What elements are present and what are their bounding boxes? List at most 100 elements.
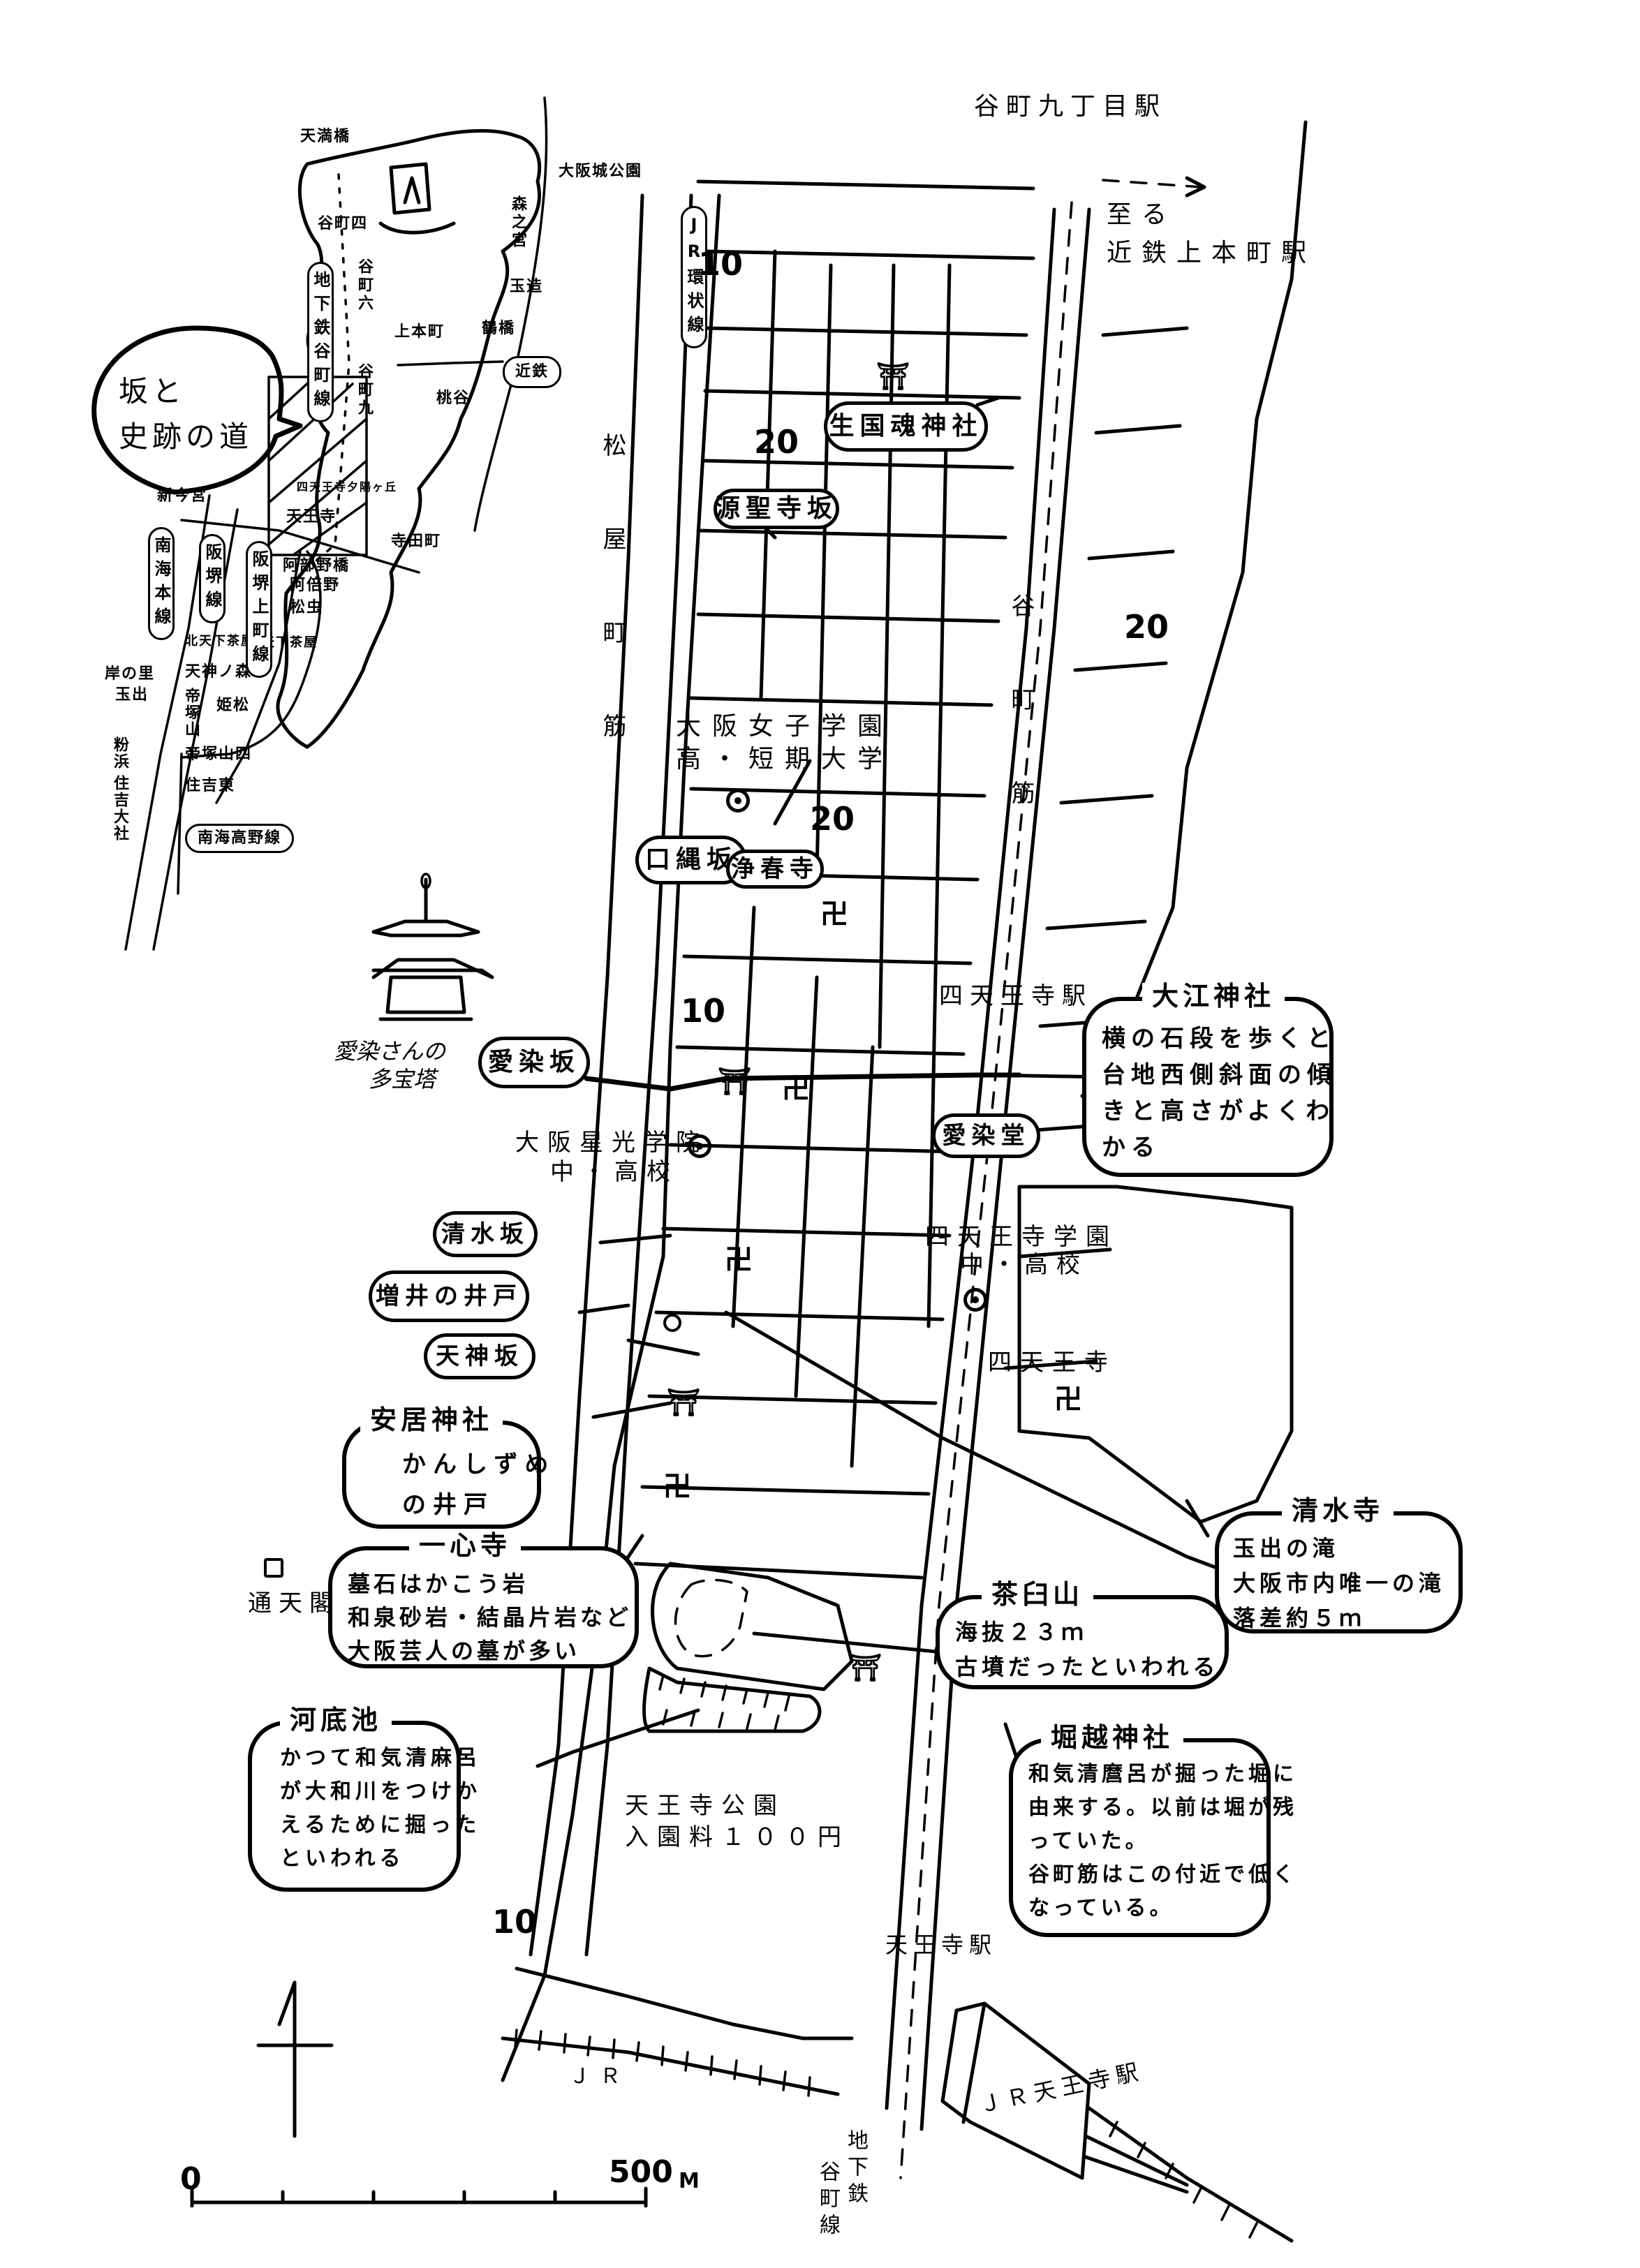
contour-label: 10 [492,1903,538,1941]
callout-line: えるために掘った [280,1813,481,1837]
inset-castle-moat [378,221,456,235]
slope-tenjin-zaka[interactable]: 天神坂 [424,1333,535,1379]
station-shitennoji-yuhigaoka: 四天王寺夕陽ヶ丘 [297,480,398,494]
scale-bar [190,2186,648,2208]
pagoda-lower-roof [371,958,494,979]
callout-line: 大阪市内唯一の滝 [1233,1570,1446,1596]
place-masui-no-ido[interactable]: 増井の井戸 [369,1270,529,1322]
torii-icon: ⛩ [718,1066,752,1097]
station-tamade: 玉出 [115,686,149,704]
callout-line: 落差約５ｍ [1233,1605,1366,1631]
callout-line: 由来する。以前は堀が残 [1028,1795,1297,1820]
callout-line: 谷町筋はこの付近で低く [1028,1862,1297,1887]
callout-line: 台地西側斜面の傾 [1102,1061,1336,1089]
street-tanimachi-suji: 谷町筋 [1007,593,1035,874]
place-osaka-jogakuen-line2: 高・短期大学 [676,745,894,773]
place-tennoji-park-line1: 天王寺公園 [625,1792,785,1820]
line-label-jr-loop: JR環状線 [681,206,707,348]
callout-body: 墓石はかこう岩 和泉砂岩・結晶片岩など 大阪芸人の墓が多い [348,1567,628,1668]
place-ikukunitama-jinja[interactable]: 生国魂神社 [824,401,988,452]
pagoda-body [378,975,473,1021]
kintetsu-direction-line1: 至る [1107,200,1177,229]
callout-title: 河底池 [280,1707,392,1733]
kawazoko-pond [642,1666,822,1733]
torii-icon: ⛩ [667,1387,701,1418]
station-tennoji: 天王寺駅 [885,1932,998,1958]
tsutenkaku-icon [264,1558,283,1578]
main-map [190,120,1308,2243]
kintetsu-direction-arrow [1102,179,1202,188]
temple-manji-icon: 卍 [725,1244,753,1276]
callout-line: なっている。 [1028,1896,1174,1920]
scale-unit: M [679,2169,700,2193]
road-to-kiyomizudera [724,1310,1245,1580]
callout-line: 横の石段を歩くと [1102,1025,1336,1053]
station-tennoji-inset: 天王寺 [286,508,337,526]
temple-manji-icon: 卍 [1054,1384,1082,1416]
callout-line: かつて和気清麻呂 [280,1746,481,1770]
callout-title: 安居神社 [360,1407,503,1433]
station-shin-imamiya: 新今宮 [157,487,208,505]
shitennoji-precinct [1017,1185,1294,1524]
jr-track-west [501,2036,840,2096]
inset-uemachi-line [215,550,302,804]
slope-genshoji-zaka[interactable]: 源聖寺坂 [714,489,839,529]
place-tsutenkaku: 通天閣 [248,1589,340,1617]
station-tezukayama: 帝塚山 [182,688,200,738]
slope-kiyomizu-zaka[interactable]: 清水坂 [433,1211,538,1257]
station-sumiyoshi-higashi: 住吉東 [185,777,236,794]
inset-route-hatching [267,379,368,556]
matsuyamachi-suji-east [584,193,693,1957]
callout-body: かつて和気清麻呂 が大和川をつけか えるために掘った といわれる [280,1742,481,1876]
callout-body: 玉出の滝 大阪市内唯一の滝 落差約５ｍ [1233,1531,1446,1636]
callout-line: 玉出の滝 [1233,1535,1340,1562]
callout-body: 横の石段を歩くと 台地西側斜面の傾 きと高さがよくわ かる [1102,1021,1336,1166]
jr-track-east [1084,2106,1294,2243]
slope-aizen-zaka[interactable]: 愛染坂 [478,1037,590,1088]
station-momodani: 桃谷 [436,390,471,407]
school-icon [963,1288,987,1312]
callout-horikoshi-jinja: 堀越神社 和気清麿呂が掘った堀に 由来する。以前は堀が残 っていた。 谷町筋はこ… [1009,1724,1297,1937]
chausuyama-outline [651,1562,854,1691]
temple-manji-icon: 卍 [663,1471,691,1503]
station-tanimachi9: 谷町九 [355,363,373,417]
contour-label: 10 [681,992,726,1030]
inset-jr-loop [473,96,548,532]
station-kita-tengachaya: 北天下茶屋 [185,634,255,648]
pagoda-caption-line2: 多宝塔 [369,1066,436,1092]
route-bubble-line1: 坂と [119,374,186,408]
place-shitennoji-gakuen-line1: 四天王寺学園 [925,1223,1118,1251]
contour-label: 10 [698,245,744,283]
pagoda-caption-line1: 愛染さんの [334,1038,446,1065]
station-tezukayama4: 帝塚山四 [185,746,253,763]
station-tenjinnomori: 天神ノ森 [185,663,253,681]
callout-body: 和気清麿呂が掘った堀に 由来する。以前は堀が残 っていた。 谷町筋はこの付近で低… [1028,1758,1297,1925]
scale-zero: 0 [180,2161,206,2197]
line-label-subway-tanimachi: 地下鉄谷町線 [307,262,334,422]
callout-line: 大阪芸人の墓が多い [348,1638,581,1664]
callout-line: の井戸 [402,1491,494,1519]
contour-label: 20 [810,800,855,838]
inset-castle [389,162,431,215]
tennoji-park-south [515,1966,854,2040]
inset-kintetsu [397,360,504,366]
place-aizendo[interactable]: 愛染堂 [932,1113,1040,1158]
place-seiko-gakuin-line1: 大阪星光学院 [515,1129,708,1157]
chausuyama-kofun [674,1578,748,1658]
line-label-nankai-koya: 南海高野線 [185,824,294,853]
contour-label: 20 [754,423,799,461]
torii-icon: ⛩ [876,361,910,392]
callout-line: といわれる [280,1846,405,1871]
station-abeno: 阿倍野 [290,577,341,594]
callout-title: 堀越神社 [1041,1724,1184,1751]
callout-line: 墓石はかこう岩 [348,1571,529,1597]
callout-body: かんしずめ の井戸 [402,1444,548,1525]
place-joshunji[interactable]: 浄春寺 [726,850,824,889]
kintetsu-direction-line2: 近鉄上本町駅 [1107,239,1317,267]
station-sumiyoshi-taisha: 住吉大社 [111,775,128,842]
station-temmabashi: 天満橋 [300,128,351,145]
station-tanimachi4: 谷町四 [318,215,369,232]
jr-track-east-ticks [1109,2121,1258,2239]
callout-line: っていた。 [1028,1829,1150,1853]
station-teradacho: 寺田町 [391,533,442,550]
